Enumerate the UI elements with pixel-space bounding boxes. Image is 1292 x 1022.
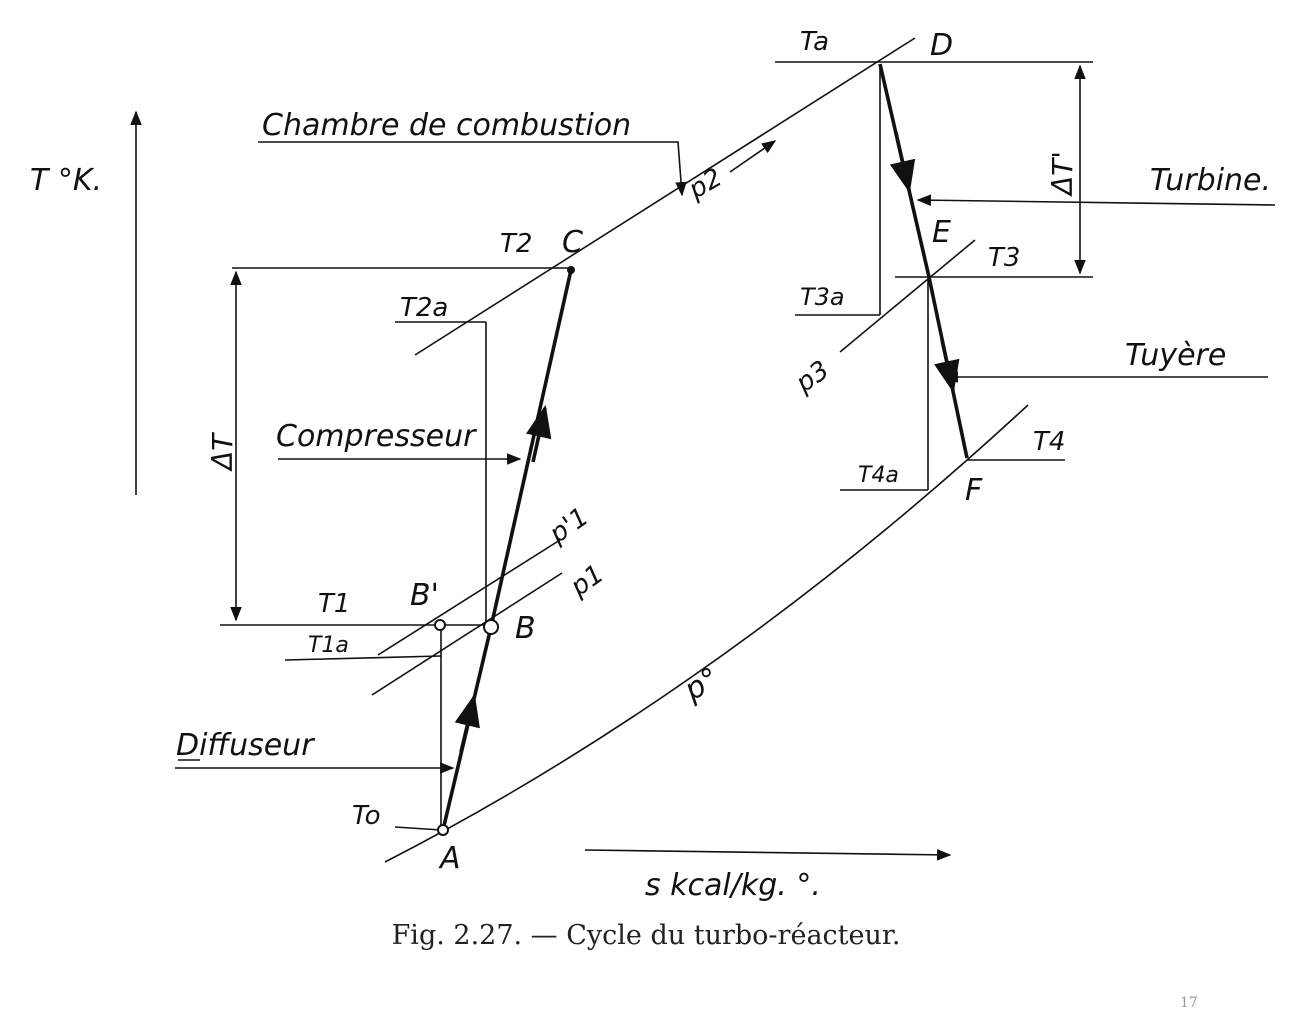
point-b-marker	[483, 619, 499, 635]
y-axis-label: T °K.	[30, 163, 102, 198]
label-point-a: A	[438, 841, 461, 876]
isobar-p1-prime	[377, 539, 561, 656]
label-t1: T1	[318, 589, 350, 619]
isobar-p1	[371, 572, 563, 696]
label-compresseur: Compresseur	[276, 419, 477, 454]
label-p1-prime: p'1	[543, 502, 594, 550]
label-t2a: T2a	[400, 293, 448, 323]
point-a-marker	[437, 824, 449, 836]
figure-caption: Fig. 2.27. — Cycle du turbo-réacteur.	[391, 920, 901, 951]
label-t3: T3	[988, 243, 1020, 273]
p2-flow-arrow	[729, 140, 777, 173]
label-ta: Ta	[800, 27, 829, 57]
path-b-c-arrow	[526, 404, 552, 463]
path-a-b-arrow	[454, 693, 480, 753]
label-point-f: F	[965, 473, 983, 508]
level-t0	[394, 826, 442, 831]
isobar-p0	[384, 404, 1029, 863]
label-point-c: C	[562, 225, 583, 260]
label-tuyere: Tuyère	[1125, 338, 1226, 373]
chambre-pointer	[258, 141, 687, 197]
path-e-f-arrow	[934, 339, 960, 394]
label-t3a: T3a	[800, 283, 845, 311]
x-axis-label: s kcal/kg. °.	[645, 868, 821, 903]
point-b-prime-marker	[434, 619, 446, 631]
label-chambre: Chambre de combustion	[262, 108, 631, 143]
label-p3: p3	[790, 355, 835, 399]
path-d-e-arrow	[889, 132, 916, 194]
label-delta-t-prime: ΔT'	[1046, 151, 1079, 197]
isobar-p3	[839, 239, 976, 353]
page-number: 17	[1180, 995, 1198, 1011]
isobar-p2	[414, 37, 916, 356]
label-point-d: D	[930, 28, 953, 63]
label-t0: To	[352, 801, 381, 831]
label-p0: p°	[678, 661, 726, 709]
label-point-b: B	[515, 611, 536, 646]
label-diffuseur: Diffuseur	[176, 728, 315, 763]
label-delta-t: ΔT	[206, 432, 239, 472]
level-t1a	[284, 655, 442, 661]
label-point-e: E	[932, 215, 951, 250]
label-p2: p2	[683, 163, 727, 206]
label-t4: T4	[1033, 427, 1065, 457]
point-c-marker	[567, 266, 575, 274]
label-t1a: T1a	[308, 633, 349, 658]
turbine-pointer	[916, 194, 1276, 206]
x-axis-arrow	[584, 849, 952, 861]
label-p1: p1	[564, 559, 609, 603]
label-t2: T2	[500, 229, 532, 259]
label-t4a: T4a	[858, 463, 899, 488]
label-point-b-prime: B'	[410, 578, 439, 613]
label-turbine: Turbine.	[1150, 163, 1271, 198]
path-b-c	[489, 269, 573, 628]
